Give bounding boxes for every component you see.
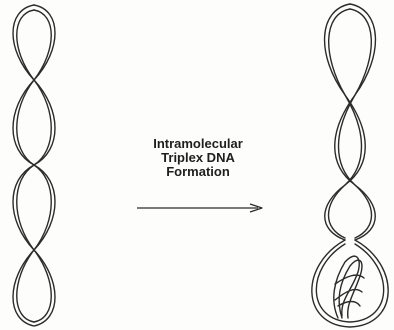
diagram-canvas: Intramolecular Triplex DNA Formation xyxy=(0,0,394,330)
right-arrow-icon xyxy=(0,0,394,330)
